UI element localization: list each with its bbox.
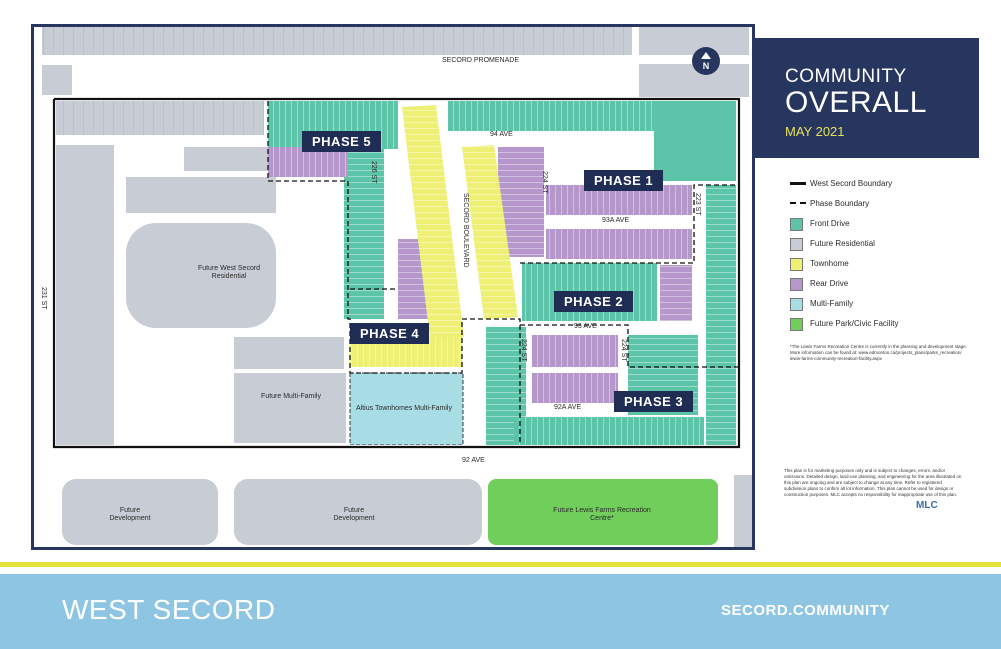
223-st-label: 223 ST — [694, 193, 701, 216]
mlc-logo: MLC — [916, 500, 938, 511]
west-secord-boundary — [52, 97, 741, 449]
future-multi-family-area — [234, 373, 346, 443]
future-multi-family-label: Future Multi-Family — [261, 393, 321, 400]
title-date: MAY 2021 — [785, 124, 845, 139]
93-ave-label: 93 AVE — [574, 323, 597, 330]
legend-item-rear-drive: Rear Drive — [790, 276, 970, 296]
92-ave-label: 92 AVE — [462, 457, 485, 464]
226-st-label: 226 ST — [370, 161, 377, 184]
secord-promenade-label: SECORD PROMENADE — [442, 57, 520, 64]
footer-website-link[interactable]: SECORD.COMMUNITY — [721, 602, 890, 619]
231-st-label: 231 ST — [40, 287, 47, 310]
north-arrow-icon: N — [692, 47, 720, 75]
224-st-label-north: 224 ST — [541, 171, 548, 194]
north-label: N — [703, 61, 710, 71]
phase-1-label: PHASE 1 — [584, 170, 664, 191]
legend-item-multi-family: Multi-Family — [790, 296, 970, 316]
future-lewis-farms-park — [488, 479, 718, 545]
224-st-label-west: 224 ST — [520, 339, 527, 362]
legend-item-future-residential: Future Residential — [790, 236, 970, 256]
phase-3-label: PHASE 3 — [614, 391, 694, 412]
phase-boundary — [267, 101, 521, 445]
footer-band — [0, 574, 1001, 649]
footer-community-name: WEST SECORD — [62, 594, 276, 625]
phase-4-label: PHASE 4 — [350, 323, 430, 344]
future-development-1-label: Future Development — [109, 507, 151, 522]
future-development-1 — [62, 479, 218, 545]
title-line-2: OVERALL — [785, 86, 927, 119]
legend-item-front-drive: Front Drive — [790, 216, 970, 236]
phase-5-label: PHASE 5 — [302, 131, 382, 152]
93a-ave-label: 93A AVE — [602, 217, 630, 224]
future-west-secord-label: Future West Secord Residential — [197, 265, 261, 280]
secord-boulevard-label: SECORD BOULEVARD — [462, 193, 469, 268]
recreation-note: *The Lewis Farms Recreation Centre is cu… — [790, 344, 967, 361]
altius-label: Altius Townhomes Multi-Family — [356, 405, 452, 412]
94-ave-label: 94 AVE — [490, 131, 513, 138]
phase-2-label: PHASE 2 — [554, 291, 634, 312]
map-frame: PHASE 5 PHASE 1 PHASE 2 PHASE 4 PHASE 3 … — [31, 24, 755, 550]
224-st-label-east: 224 ST — [620, 339, 627, 362]
footer-accent-line — [0, 562, 1001, 567]
future-development-2-label: Future Development — [333, 507, 375, 522]
legend-item-park: Future Park/Civic Facility — [790, 316, 970, 336]
future-development-2 — [234, 479, 482, 545]
title-line-1: COMMUNITY — [785, 66, 907, 87]
legend-item-phase-boundary: Phase Boundary — [790, 196, 970, 216]
site-plan-map — [34, 27, 752, 547]
legend-item-townhome: Townhome — [790, 256, 970, 276]
legend: West Secord Boundary Phase Boundary Fron… — [790, 176, 970, 336]
92a-ave-label: 92A AVE — [554, 404, 582, 411]
legend-item-boundary: West Secord Boundary — [790, 176, 970, 196]
title-box: COMMUNITY OVERALL MAY 2021 — [753, 38, 979, 158]
disclaimer-note: This plan is for marketing purposes only… — [784, 468, 962, 497]
lewis-farms-label: Future Lewis Farms Recreation Centre* — [553, 507, 651, 522]
